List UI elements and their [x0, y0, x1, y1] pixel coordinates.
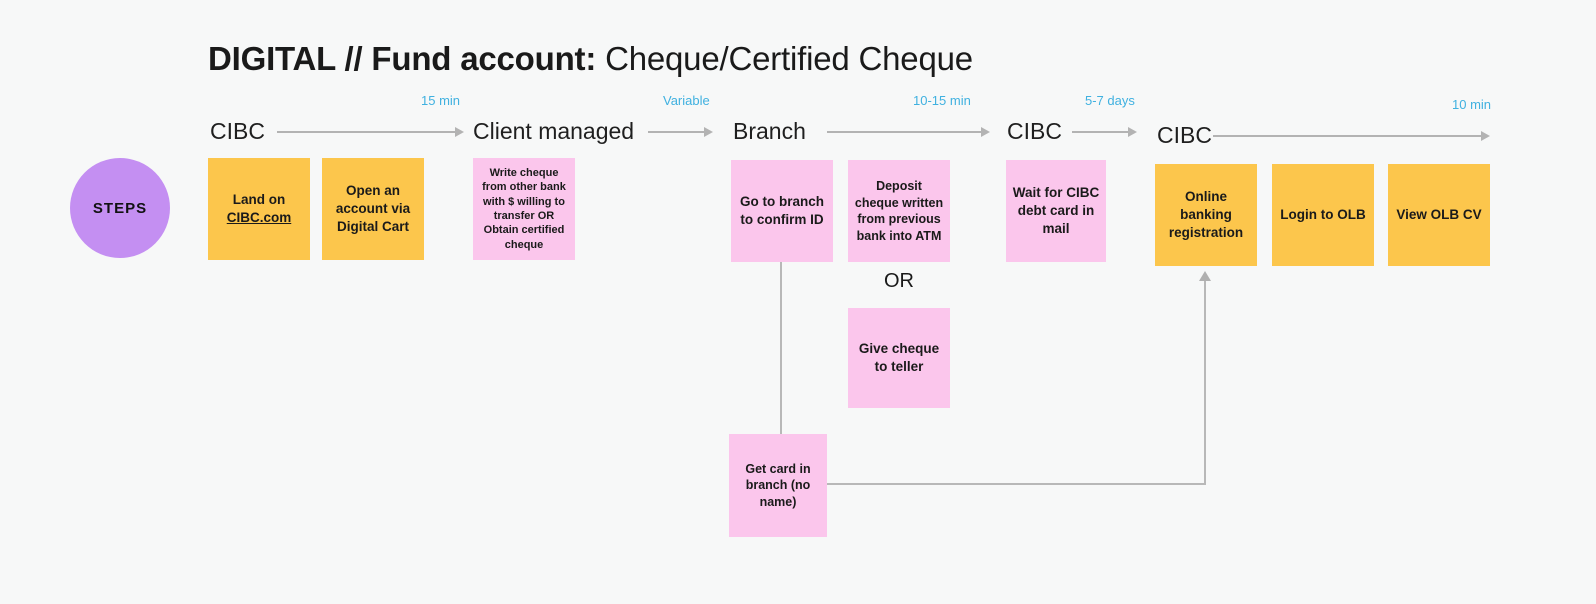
duration-15-min: 15 min: [421, 93, 461, 108]
duration-variable: Variable: [663, 93, 710, 108]
connector-go-to-branch-to-get-card: [780, 262, 782, 434]
or-label: OR: [884, 270, 914, 292]
sticky-note-go-to-branch[interactable]: Go to branch to confirm ID: [731, 160, 833, 262]
sticky-note-text: Give cheque to teller: [858, 341, 940, 374]
sticky-note-land-on-cibc[interactable]: Land on CIBC.com: [208, 158, 310, 260]
lane-label-cibc-2: CIBC: [1007, 118, 1062, 144]
connector-get-card-vertical: [1204, 280, 1206, 485]
sticky-note-write-cheque[interactable]: Write cheque from other bank with $ will…: [473, 158, 575, 260]
sticky-note-get-card[interactable]: Get card in branch (no name): [729, 434, 827, 537]
lane-label-cibc-1: CIBC: [210, 118, 265, 144]
sticky-note-open-account[interactable]: Open an account via Digital Cart: [322, 158, 424, 260]
sticky-note-text: Login to OLB: [1280, 207, 1366, 223]
flow-arrow-1-icon: [277, 127, 464, 137]
sticky-note-text: Open an account via Digital Cart: [335, 183, 411, 234]
duration-10-min: 10 min: [1452, 97, 1492, 112]
flow-arrow-2-icon: [648, 127, 713, 137]
connector-get-card-horizontal: [826, 483, 1206, 485]
land-on-text: Land on: [232, 192, 286, 208]
connector-up-arrowhead-icon: [1199, 271, 1211, 281]
sticky-note-wait-card[interactable]: Wait for CIBC debt card in mail: [1006, 160, 1106, 262]
steps-circle[interactable]: STEPS: [70, 158, 170, 258]
page-title-regular: Cheque/Certified Cheque: [596, 40, 973, 77]
lane-label-client-managed: Client managed: [473, 118, 635, 144]
sticky-note-text: View OLB CV: [1396, 207, 1482, 223]
steps-label: STEPS: [92, 199, 148, 217]
page-title: DIGITAL // Fund account: Cheque/Certifie…: [208, 40, 973, 78]
sticky-note-text: Write cheque from other bank with $ will…: [482, 167, 566, 251]
duration-10-15-min: 10-15 min: [913, 93, 971, 108]
sticky-note-text: Get card in branch (no name): [745, 461, 811, 509]
lane-label-cibc-3: CIBC: [1157, 122, 1212, 148]
sticky-note-text: Online banking registration: [1168, 189, 1244, 240]
sticky-note-text: Go to branch to confirm ID: [740, 194, 824, 227]
lane-label-branch: Branch: [733, 118, 806, 144]
flow-arrow-4-icon: [1072, 127, 1137, 137]
sticky-note-text: Wait for CIBC debt card in mail: [1012, 185, 1100, 236]
flow-arrow-5-icon: [1213, 131, 1490, 141]
duration-5-7-days: 5-7 days: [1085, 93, 1135, 108]
sticky-note-view-olb[interactable]: View OLB CV: [1388, 164, 1490, 266]
sticky-note-give-cheque[interactable]: Give cheque to teller: [848, 308, 950, 408]
cibc-com-link[interactable]: CIBC.com: [226, 210, 292, 225]
sticky-note-text: Land on CIBC.com: [227, 191, 292, 227]
sticky-note-deposit-cheque[interactable]: Deposit cheque written from previous ban…: [848, 160, 950, 262]
page-title-bold: DIGITAL // Fund account:: [208, 40, 597, 77]
sticky-note-online-banking[interactable]: Online banking registration: [1155, 164, 1257, 266]
sticky-note-login-olb[interactable]: Login to OLB: [1272, 164, 1374, 266]
flow-arrow-3-icon: [827, 127, 990, 137]
sticky-note-text: Deposit cheque written from previous ban…: [854, 179, 944, 243]
